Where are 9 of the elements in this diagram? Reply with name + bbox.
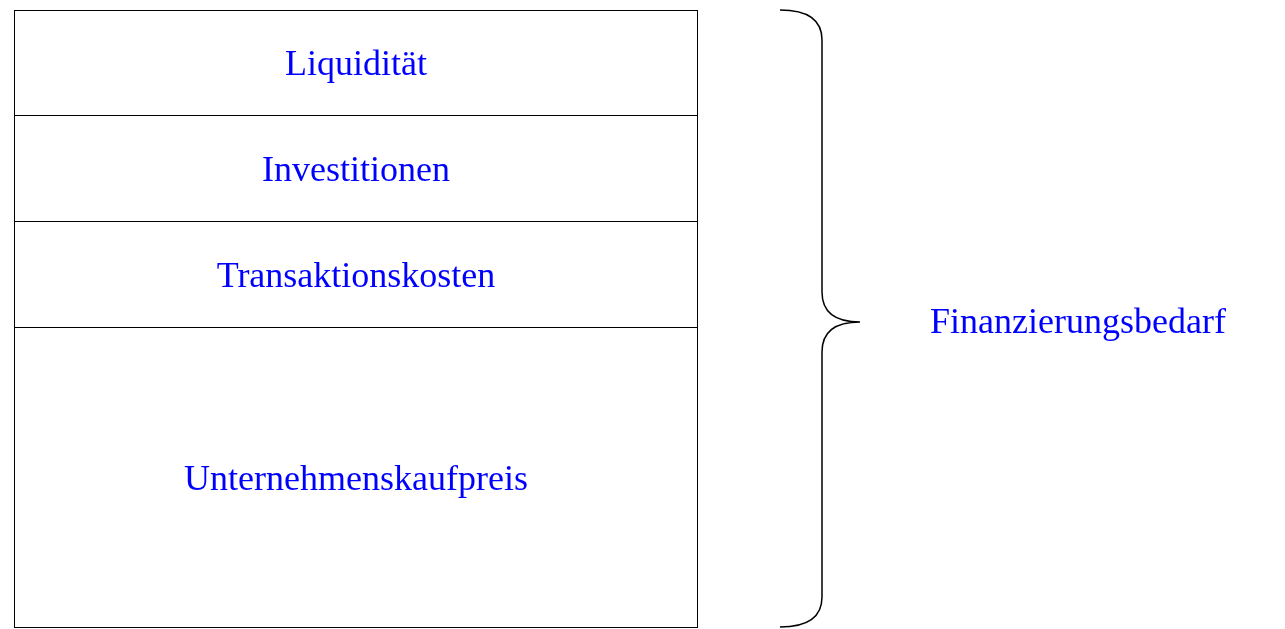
brace-label: Finanzierungsbedarf xyxy=(930,300,1226,342)
segment-label: Liquidität xyxy=(285,42,427,84)
stack-segment xyxy=(14,10,698,116)
stack-segment xyxy=(14,221,698,328)
stack-segment xyxy=(14,327,698,628)
stack-segment xyxy=(14,115,698,222)
segment-label: Transaktionskosten xyxy=(216,253,496,296)
segment-label: Investitionen xyxy=(262,147,450,190)
segment-label: Unternehmenskaufpreis xyxy=(184,456,528,499)
